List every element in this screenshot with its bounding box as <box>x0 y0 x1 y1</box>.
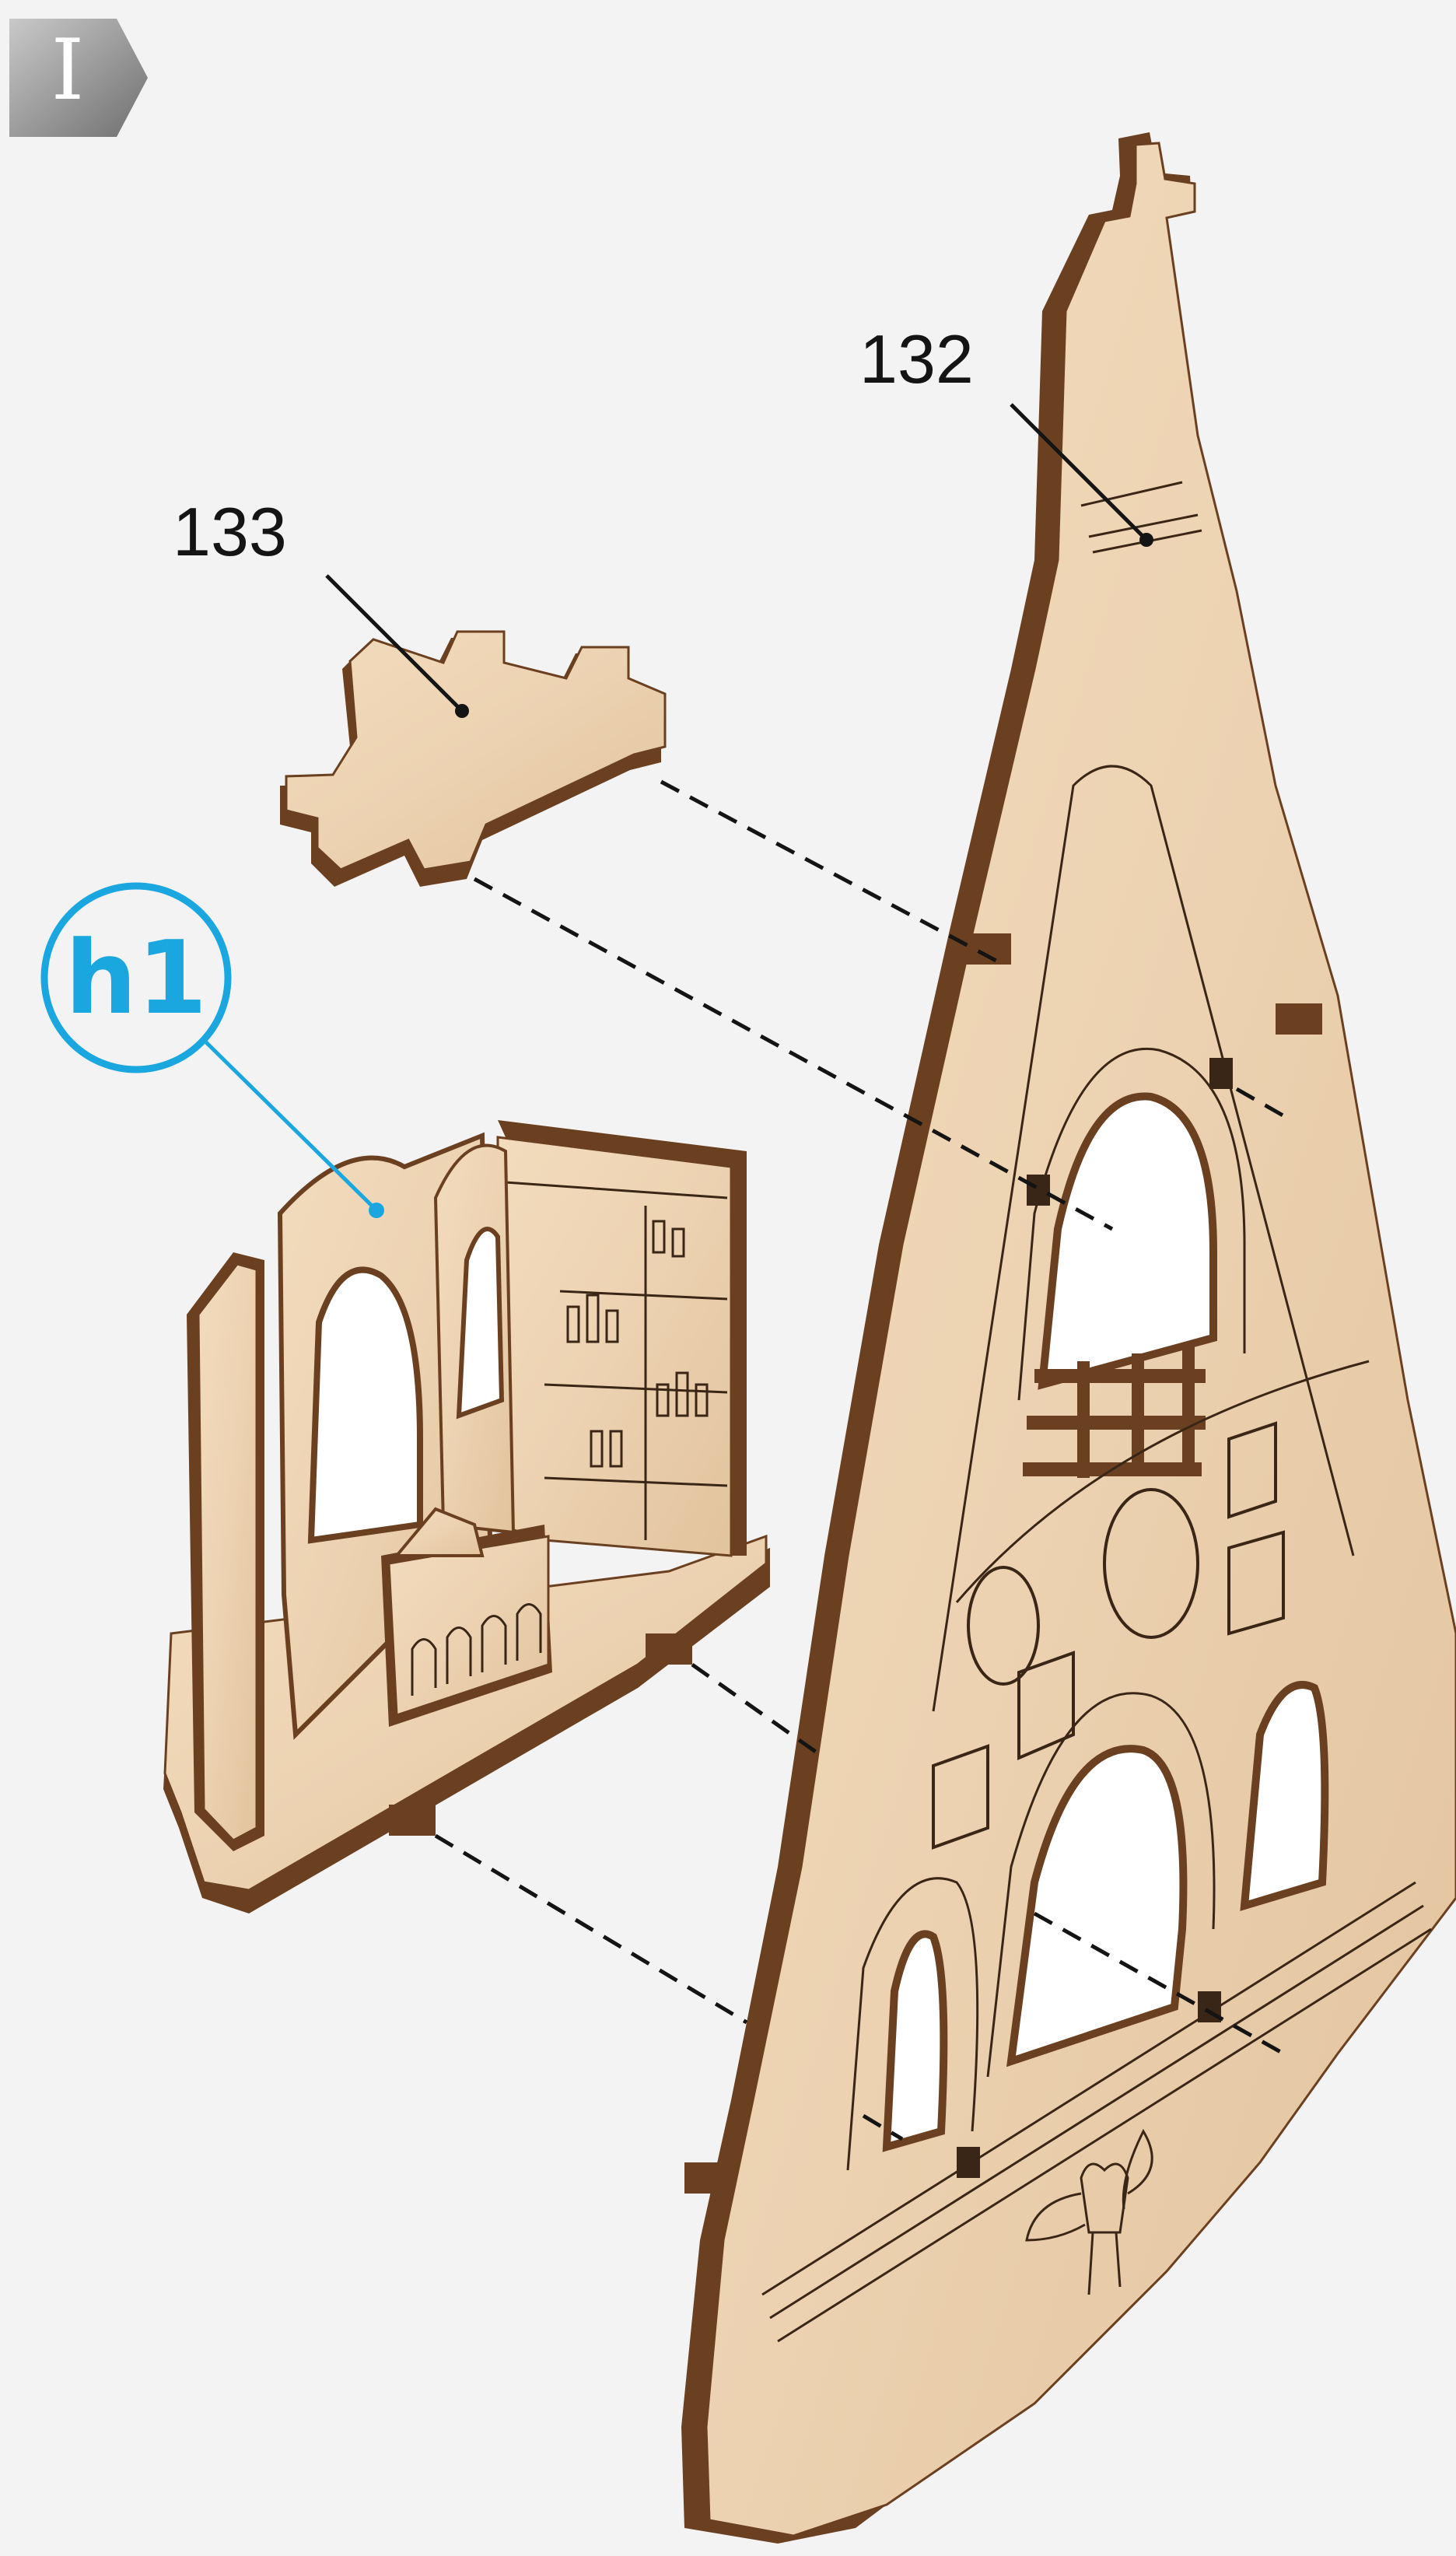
h1-arch-opening <box>311 1270 420 1541</box>
part-label-133: 133 <box>173 498 287 566</box>
step-badge: I <box>9 14 146 129</box>
step-number: I <box>9 20 126 121</box>
h1-shelf-wall-face <box>498 1137 731 1556</box>
slot-lower-left <box>957 2147 980 2178</box>
h1-back-arch-opening <box>459 1229 502 1416</box>
reference-label-h1: h1 <box>39 881 233 1075</box>
h1-tab-front <box>389 1805 436 1836</box>
part-label-132: 132 <box>859 325 974 394</box>
slot-upper-left <box>1027 1175 1050 1206</box>
slot-upper-right <box>1209 1058 1233 1089</box>
h1-left-wall-face <box>198 1264 257 1840</box>
tab-right-upper <box>1276 1003 1322 1035</box>
tab-left-lower <box>684 2162 731 2194</box>
h1-tab-right <box>646 1633 692 1665</box>
tab-left-upper <box>964 933 1011 965</box>
